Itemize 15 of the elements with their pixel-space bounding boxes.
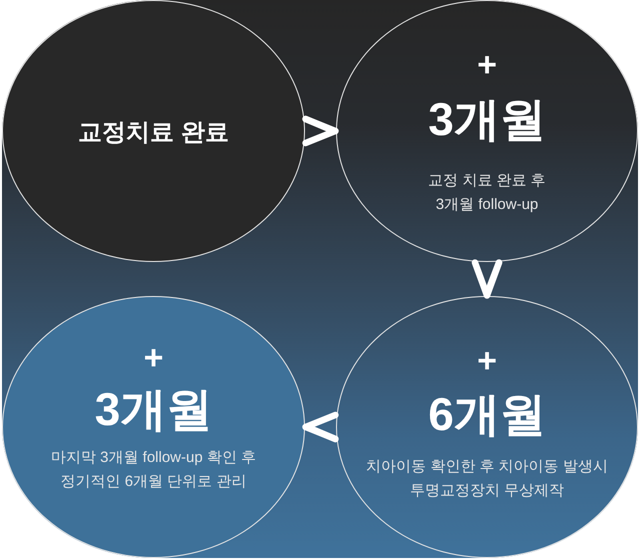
step-description: 치아이동 확인한 후 치아이동 발생시 투명교정장치 무상제작: [365, 456, 609, 500]
plus-sign: +: [477, 48, 497, 82]
chevron-arrow: [472, 259, 502, 299]
chevron-arrow: [302, 116, 339, 146]
step-title: 교정치료 완료: [78, 118, 229, 148]
plus-sign: +: [144, 341, 164, 375]
step-circle: [336, 296, 638, 558]
duration-label: 3개월: [428, 94, 546, 144]
duration-label: 6개월: [428, 388, 546, 438]
step-description: 마지막 3개월 follow-up 확인 후 정기적인 6개월 단위로 관리: [50, 448, 258, 492]
step-circle: [336, 0, 638, 262]
plus-sign: +: [477, 344, 497, 378]
duration-label: 3개월: [94, 384, 212, 434]
chevron-arrow: [302, 412, 339, 442]
step-description: 교정 치료 완료 후 3개월 follow-up: [427, 170, 547, 214]
